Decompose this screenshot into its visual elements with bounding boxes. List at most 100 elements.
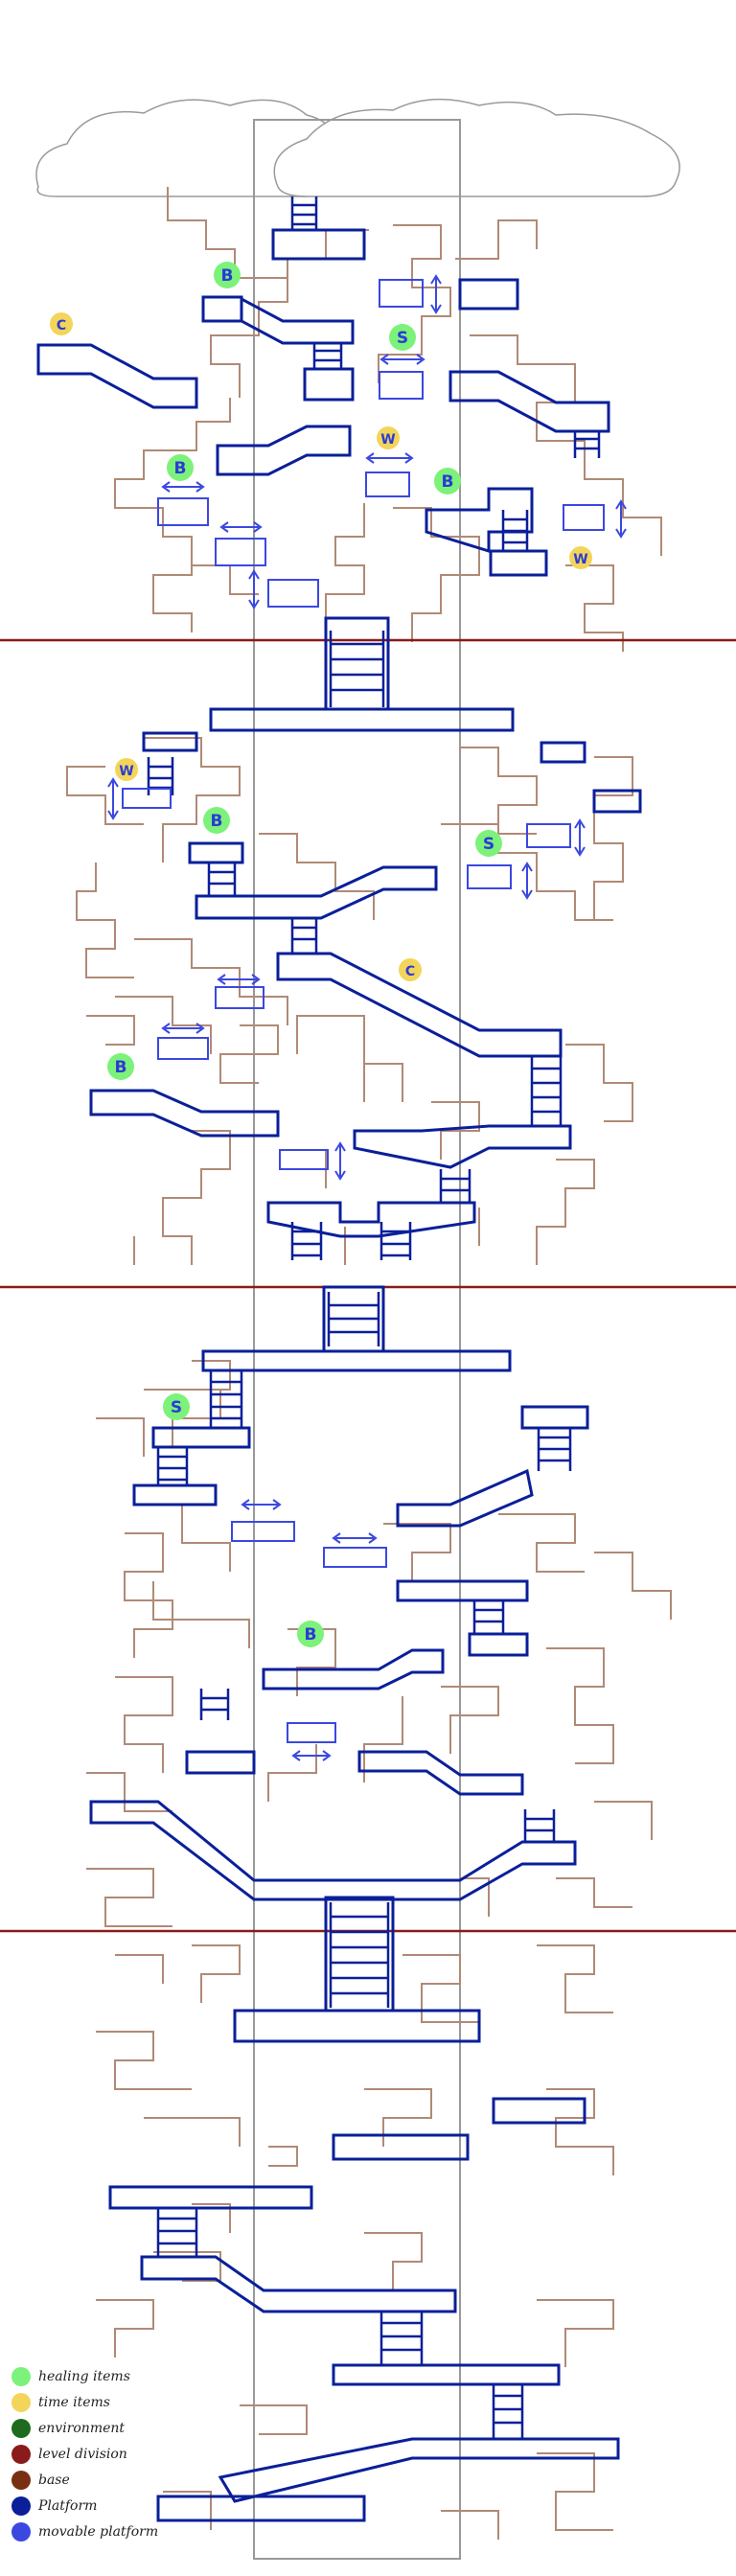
slope-platform: [398, 1471, 532, 1526]
vertical-arrow: [522, 863, 532, 898]
base-line: [220, 1025, 278, 1083]
platform: [153, 1428, 249, 1447]
time-item-w: W: [115, 758, 138, 781]
time-item-c: C: [399, 958, 422, 981]
ladder: [292, 918, 316, 954]
healing-item-b: B: [297, 1621, 324, 1647]
base-line: [192, 1945, 240, 2003]
legend-row: base: [12, 2467, 261, 2493]
legend-swatch: [12, 2522, 31, 2542]
movable-platform: [158, 498, 208, 525]
cloud-right: [274, 100, 679, 196]
platform: [522, 1407, 587, 1428]
ladder: [158, 1447, 187, 1485]
movable-platform: [468, 865, 511, 888]
movable-platform: [268, 580, 318, 607]
platform: [235, 2011, 479, 2041]
legend-label: environment: [38, 2421, 125, 2436]
platform: [187, 1752, 254, 1773]
horizontal-arrow: [242, 1500, 280, 1509]
platform: [334, 2365, 559, 2384]
slope-platform: [91, 1091, 278, 1136]
movable-platform: [158, 1038, 208, 1059]
legend-row: Platform: [12, 2493, 261, 2518]
vertical-arrow: [431, 276, 441, 312]
base-line: [268, 1744, 316, 1802]
slope-platform: [355, 1126, 570, 1167]
ladder: [525, 1809, 554, 1842]
healing-item-s: S: [475, 830, 502, 857]
platform: [203, 1351, 510, 1370]
slope-platform: [450, 372, 609, 431]
movable-platform: [232, 1522, 294, 1541]
base-line: [565, 565, 623, 652]
ladder: [331, 631, 383, 707]
time-item-w: W: [377, 426, 400, 449]
healing-item-b: B: [214, 262, 241, 288]
movable-platform: [380, 280, 423, 307]
item-letter: B: [221, 266, 234, 286]
item-letter: S: [397, 329, 408, 348]
slope-platform: [218, 426, 350, 474]
platform: [460, 280, 518, 309]
base-line: [364, 2089, 431, 2147]
time-item-w: W: [569, 546, 592, 569]
base-line: [364, 2233, 431, 2290]
platform: [326, 618, 388, 709]
base-line: [326, 503, 364, 623]
base-line: [441, 1687, 498, 1754]
platform: [273, 230, 364, 259]
item-letter: B: [305, 1625, 317, 1644]
movable-platform: [380, 372, 423, 399]
base-line: [86, 1773, 172, 1811]
healing-item-b: B: [434, 468, 461, 494]
legend-swatch: [12, 2367, 31, 2386]
base-line: [77, 862, 134, 978]
base-line: [441, 2511, 498, 2540]
slope-platform: [196, 867, 436, 918]
platform: [144, 733, 196, 750]
base-line: [134, 1505, 230, 1572]
platform: [334, 2135, 468, 2159]
ladder: [381, 2312, 422, 2365]
cloud-group: [36, 100, 679, 196]
platform: [491, 551, 546, 575]
base-line: [96, 2032, 192, 2089]
time-item-c: C: [50, 312, 73, 335]
base-line: [546, 1648, 613, 1763]
base-line: [153, 1581, 249, 1648]
ladder: [441, 1169, 470, 1203]
base-line: [163, 1131, 230, 1265]
ladder: [494, 2384, 522, 2439]
item-letter: S: [483, 835, 494, 854]
base-line: [115, 1677, 172, 1773]
base-line: [134, 939, 288, 1025]
base-line: [115, 508, 192, 632]
item-letter: C: [57, 318, 66, 334]
vertical-arrow: [108, 779, 118, 818]
base-line: [86, 1016, 134, 1045]
platform: [305, 369, 353, 400]
legend-row: level division: [12, 2441, 261, 2467]
base-line: [556, 1878, 632, 1907]
legend-label: healing items: [38, 2369, 130, 2384]
movable-platform: [280, 1150, 328, 1169]
movable-platform: [123, 789, 171, 808]
vertical-arrow: [249, 571, 259, 608]
legend: healing itemstime itemsenvironmentlevel …: [12, 2363, 261, 2544]
base-line: [168, 187, 288, 398]
base-line: [537, 1945, 613, 2012]
healing-item-b: B: [203, 807, 230, 834]
legend-row: healing items: [12, 2363, 261, 2389]
base-line: [259, 834, 374, 920]
legend-label: movable platform: [38, 2524, 158, 2540]
base-line: [144, 2118, 240, 2147]
healing-item-s: S: [389, 324, 416, 351]
platform: [190, 843, 242, 862]
platform: [203, 297, 242, 321]
base-line: [86, 1869, 172, 1926]
movable-platform: [564, 505, 604, 530]
healing-item-b: B: [107, 1053, 134, 1080]
ladder: [314, 343, 341, 369]
